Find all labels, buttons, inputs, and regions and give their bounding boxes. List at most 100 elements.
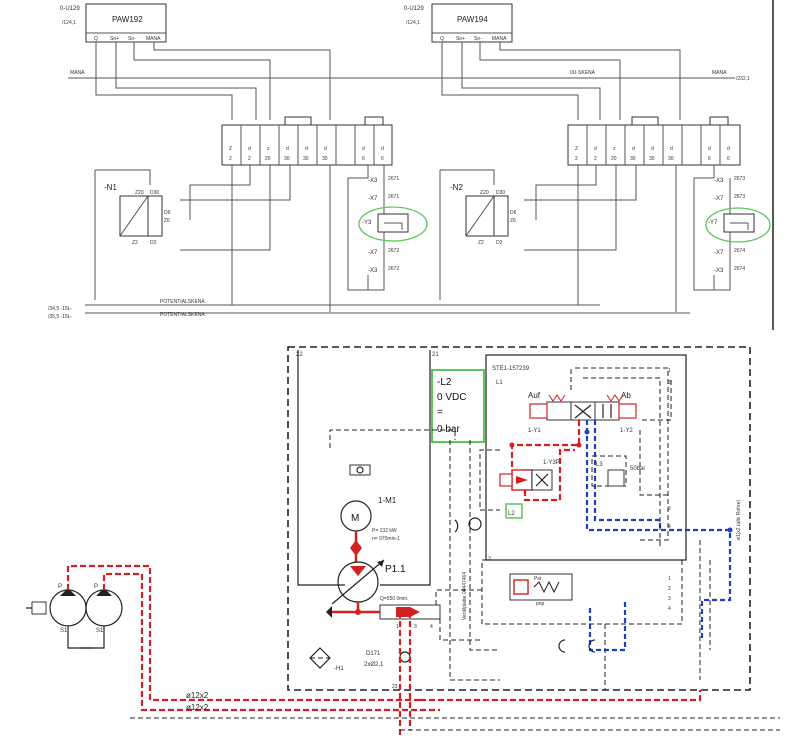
left-x3-bot: -X3 bbox=[368, 268, 378, 274]
outer-frame bbox=[287, 346, 751, 691]
bus-skena: 0U-SKENA bbox=[570, 70, 596, 76]
n2-converter: -N2 Z20 D30 D6 Z6 Z2 D2 bbox=[450, 183, 517, 246]
frame-21: 21 bbox=[432, 352, 439, 358]
l2-tag: L2 bbox=[508, 511, 515, 517]
n2-pin-z6: Z6 bbox=[510, 218, 516, 224]
rt-top-3: d bbox=[632, 146, 635, 152]
rt-bot-4: 30 bbox=[649, 156, 655, 162]
lt-top-8: d bbox=[381, 146, 384, 152]
red-pipeline-2 bbox=[102, 572, 440, 712]
right-x3-bot: -X3 bbox=[714, 268, 724, 274]
right-unit-ref: /124,1 bbox=[406, 20, 420, 26]
rt-bot-3: 30 bbox=[630, 156, 636, 162]
valve-y2: 1-Y2 bbox=[620, 428, 633, 434]
rt-top-2: z bbox=[613, 146, 616, 152]
lt-top-7: d bbox=[362, 146, 365, 152]
right-unit-tag: 0-U129 bbox=[404, 6, 424, 12]
left-y3-chain: -X3 2671 -X7 2671 -Y3 -X7 2672 -X3 2672 bbox=[348, 176, 428, 291]
left-pin-sn-plus: Sn+ bbox=[110, 36, 119, 42]
left-ref-3: 2672 bbox=[388, 266, 399, 272]
n2-pin-d6: D6 bbox=[510, 210, 517, 216]
right-x7-bot: -X7 bbox=[714, 250, 724, 256]
lt-top-3: d bbox=[286, 146, 289, 152]
gear-pump-pair: P P S1 S1 bbox=[26, 584, 123, 649]
lt-top-5: d bbox=[324, 146, 327, 152]
left-ref-1: 2671 bbox=[388, 194, 399, 200]
potential-label-2: POTENTIALSKENA bbox=[160, 312, 205, 318]
directional-valve: Auf Ab 1-Y1 1-Y2 bbox=[528, 391, 637, 434]
left-y3-label: -Y3 bbox=[362, 220, 372, 226]
valve-l1: L1 bbox=[496, 380, 503, 386]
lt-bot-2: 20 bbox=[265, 156, 271, 162]
manifold-pst: Pst bbox=[534, 576, 542, 582]
hydraulic-schematic: 22 21 STE1-157239 L1 -L2 0 VDC = 0 bar bbox=[26, 346, 780, 735]
right-y7-chain: -X3 2673 -X7 2673 -Y7 -X7 2674 -X3 2674 bbox=[694, 176, 771, 291]
rt-bot-1: 2 bbox=[594, 156, 597, 162]
l2-tag-box bbox=[505, 503, 523, 519]
blue-return-line-2 bbox=[593, 420, 662, 530]
rt-top-8: d bbox=[727, 146, 730, 152]
block-port-1: 1 bbox=[668, 368, 671, 374]
rt-top-7: d bbox=[708, 146, 711, 152]
right-x7-top: -X7 bbox=[714, 196, 724, 202]
outlet-num-3: 1 bbox=[396, 624, 399, 630]
bus-mana-ref: /232,1 bbox=[736, 76, 750, 82]
left-unit-model: PAW192 bbox=[112, 15, 143, 24]
left-pin-mana: MANA bbox=[146, 36, 161, 42]
right-ref-0: 2673 bbox=[734, 176, 745, 182]
rt-top-4: d bbox=[651, 146, 654, 152]
lt-bot-1: 2 bbox=[248, 156, 251, 162]
rt-top-0: Z bbox=[575, 146, 578, 152]
pipe-size-1: ø12x2 bbox=[186, 691, 209, 700]
frame-22: 22 bbox=[296, 352, 303, 358]
manifold-port-1: 1 bbox=[668, 576, 671, 582]
right-pin-sn-minus: Sn- bbox=[474, 36, 482, 42]
lt-bot-0: 2 bbox=[229, 156, 232, 162]
blue-return-line-1 bbox=[585, 420, 732, 640]
lt-bot-6: 6 bbox=[362, 156, 365, 162]
right-ref-1: 2673 bbox=[734, 194, 745, 200]
lower-manifold: 3 Pst pnp 1 2 3 4 bbox=[481, 556, 683, 625]
lt-top-2: z bbox=[267, 146, 270, 152]
right-terminal-block: Z d z d d d d d 2 2 20 30 30 30 6 6 bbox=[567, 116, 741, 166]
manifold-num-top: 3 bbox=[488, 556, 491, 562]
n1-pin-z6: Z6 bbox=[164, 218, 170, 224]
n1-pin-z20: Z20 bbox=[135, 190, 144, 196]
lt-bot-3: 30 bbox=[284, 156, 290, 162]
valve-y1: 1-Y1 bbox=[528, 428, 541, 434]
outlet-num-3b: 4 bbox=[430, 624, 433, 630]
left-ref-0: 2671 bbox=[388, 176, 399, 182]
d171-orifice: D171 2xØ2,1 23 bbox=[364, 651, 411, 690]
left-pin-q: Q bbox=[94, 36, 98, 42]
outlet-num-1: 3 bbox=[414, 624, 417, 630]
y3p-label: 1-Y3P bbox=[543, 460, 560, 466]
rt-top-5: d bbox=[670, 146, 673, 152]
lt-bot-4: 30 bbox=[303, 156, 309, 162]
block-port-2: 2 bbox=[668, 380, 671, 386]
right-unit-box bbox=[431, 3, 513, 43]
y3p-valve: 1-Y3P bbox=[499, 460, 560, 491]
d171-size: 2xØ2,1 bbox=[364, 662, 384, 668]
rt-bot-5: 30 bbox=[668, 156, 674, 162]
n1-pin-d30: D30 bbox=[150, 190, 159, 196]
gear-port-pa: P bbox=[58, 584, 62, 590]
valve-auf: Auf bbox=[528, 391, 541, 400]
n1-pin-d6: D6 bbox=[164, 210, 171, 216]
check-valve bbox=[468, 517, 482, 531]
rt-bot-2: 20 bbox=[611, 156, 617, 162]
right-x3-top: -X3 bbox=[714, 178, 724, 184]
red-pipeline-5 bbox=[420, 690, 702, 702]
n2-pin-z2: Z2 bbox=[478, 240, 484, 246]
left-ref-2: 2672 bbox=[388, 248, 399, 254]
side-text-pipes: ø1]x2 (alle Rohre) bbox=[736, 500, 742, 540]
side-text-ventilplatte: Ventilplatte 00447464 bbox=[462, 572, 468, 620]
bus-mana-left: MANA bbox=[70, 70, 85, 76]
lt-bot-5: 30 bbox=[322, 156, 328, 162]
filter-h1: -H1 bbox=[309, 647, 344, 672]
left-unit-tag: 0-U129 bbox=[60, 6, 80, 12]
bus-mana-right: MANA bbox=[712, 70, 727, 76]
d171-label: D171 bbox=[366, 651, 381, 657]
right-ref-3: 2674 bbox=[734, 266, 745, 272]
relief-l3: L3 bbox=[596, 462, 603, 468]
